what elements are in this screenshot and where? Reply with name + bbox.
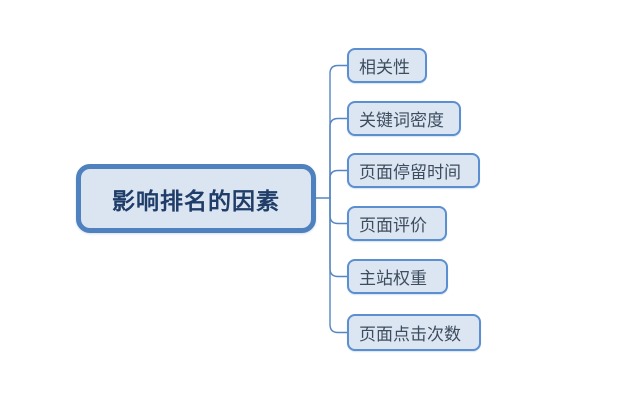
connector-branch-3 bbox=[329, 169, 348, 199]
branch-node-label: 页面评价 bbox=[359, 216, 427, 235]
branch-node-relevance[interactable]: 相关性 bbox=[347, 48, 427, 83]
root-node[interactable]: 影响排名的因素 bbox=[76, 164, 316, 233]
connector-branch-1 bbox=[329, 64, 348, 199]
branch-node-label: 主站权重 bbox=[359, 269, 427, 288]
branch-node-label: 页面停留时间 bbox=[359, 163, 461, 182]
branch-node-page-rating[interactable]: 页面评价 bbox=[347, 206, 447, 241]
connector-branch-4 bbox=[329, 197, 348, 225]
branch-node-site-weight[interactable]: 主站权重 bbox=[347, 259, 448, 294]
branch-node-page-dwell-time[interactable]: 页面停留时间 bbox=[347, 153, 480, 188]
root-node-label: 影响排名的因素 bbox=[112, 187, 280, 214]
connector-branch-6 bbox=[329, 197, 348, 334]
branch-node-keyword-density[interactable]: 关键词密度 bbox=[347, 101, 461, 136]
branch-node-label: 页面点击次数 bbox=[359, 325, 461, 344]
connector-branch-2 bbox=[329, 117, 348, 199]
branch-node-page-clicks[interactable]: 页面点击次数 bbox=[347, 314, 481, 351]
connector-branch-5 bbox=[329, 197, 348, 278]
branch-node-label: 相关性 bbox=[359, 58, 410, 77]
branch-node-label: 关键词密度 bbox=[359, 111, 444, 130]
